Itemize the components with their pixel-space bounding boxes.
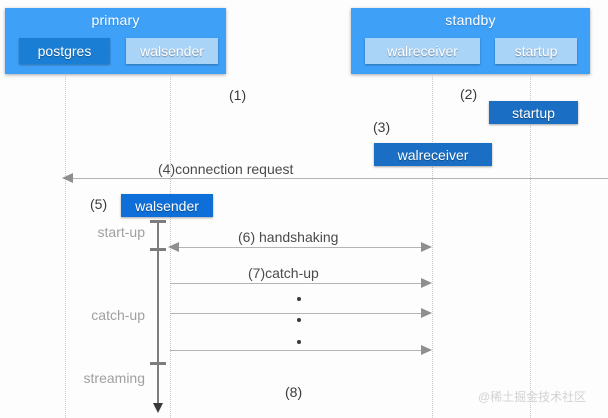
spawned-process-walsender: walsender: [121, 194, 213, 217]
message-label-4: (4)connection request: [158, 161, 293, 177]
message-6-num: (6): [238, 229, 256, 245]
message-7-text: catch-up: [265, 265, 319, 281]
message-6-text: handshaking: [259, 229, 339, 245]
activation-tick-startup-end: [150, 248, 166, 251]
process-walreceiver-label: walreceiver: [387, 43, 458, 59]
watermark: @稀土掘金技术社区: [478, 390, 587, 404]
message-4-num: (4): [158, 161, 176, 177]
message-7-num: (7): [248, 265, 266, 281]
lifeline-postgres: [65, 74, 66, 418]
participant-standby: standby walreceiver startup: [351, 8, 590, 74]
step-label-8: (8): [285, 384, 303, 400]
step-label-2: (2): [460, 86, 478, 102]
process-startup-label: startup: [514, 43, 558, 59]
message-4-text: connection request: [175, 161, 294, 177]
message-label-7: (7)catch-up: [248, 265, 319, 281]
step-label-3: (3): [373, 119, 391, 135]
phase-label-start-up: start-up: [97, 224, 145, 240]
lifeline-startup: [530, 74, 531, 418]
spawned-process-walreceiver-label: walreceiver: [397, 146, 469, 163]
process-walsender: walsender: [126, 38, 218, 64]
activation-bar-arrowhead: [153, 403, 163, 413]
process-walsender-label: walsender: [140, 43, 204, 59]
message-arrow-catchup-2: [170, 313, 422, 314]
participant-standby-title: standby: [445, 12, 496, 28]
spawned-process-walreceiver: walreceiver: [374, 143, 492, 166]
spawned-process-walsender-label: walsender: [135, 197, 199, 214]
ellipsis-dot-2: [297, 318, 301, 322]
process-walreceiver: walreceiver: [365, 38, 480, 64]
ellipsis-dot-3: [297, 340, 301, 344]
phase-label-streaming: streaming: [83, 370, 145, 386]
message-arrow-6: [174, 247, 422, 248]
activation-bar-walsender: [157, 220, 159, 405]
message-arrowhead-7: [421, 278, 432, 288]
process-startup: startup: [495, 38, 577, 64]
message-arrowhead-6-left: [168, 242, 179, 252]
activation-tick-catchup-end: [150, 362, 166, 365]
spawned-process-startup: startup: [489, 101, 578, 124]
phase-label-catch-up: catch-up: [91, 307, 145, 323]
step-label-5: (5): [90, 196, 108, 212]
message-arrow-4: [68, 178, 608, 179]
lifeline-walreceiver: [432, 74, 433, 418]
participant-primary-title: primary: [91, 12, 140, 28]
process-postgres: postgres: [19, 38, 110, 64]
step-label-1: (1): [229, 87, 247, 103]
spawned-process-startup-label: startup: [512, 104, 555, 121]
message-arrowhead-6-right: [421, 242, 432, 252]
message-arrowhead-catchup-3: [421, 345, 432, 355]
process-postgres-label: postgres: [37, 43, 92, 59]
ellipsis-dot-1: [297, 297, 301, 301]
participant-primary: primary postgres walsender: [5, 8, 226, 74]
message-arrowhead-4: [62, 173, 73, 183]
message-arrow-catchup-3: [170, 350, 422, 351]
message-arrowhead-catchup-2: [421, 308, 432, 318]
message-arrow-7: [170, 283, 422, 284]
message-label-6: (6) handshaking: [238, 229, 338, 245]
